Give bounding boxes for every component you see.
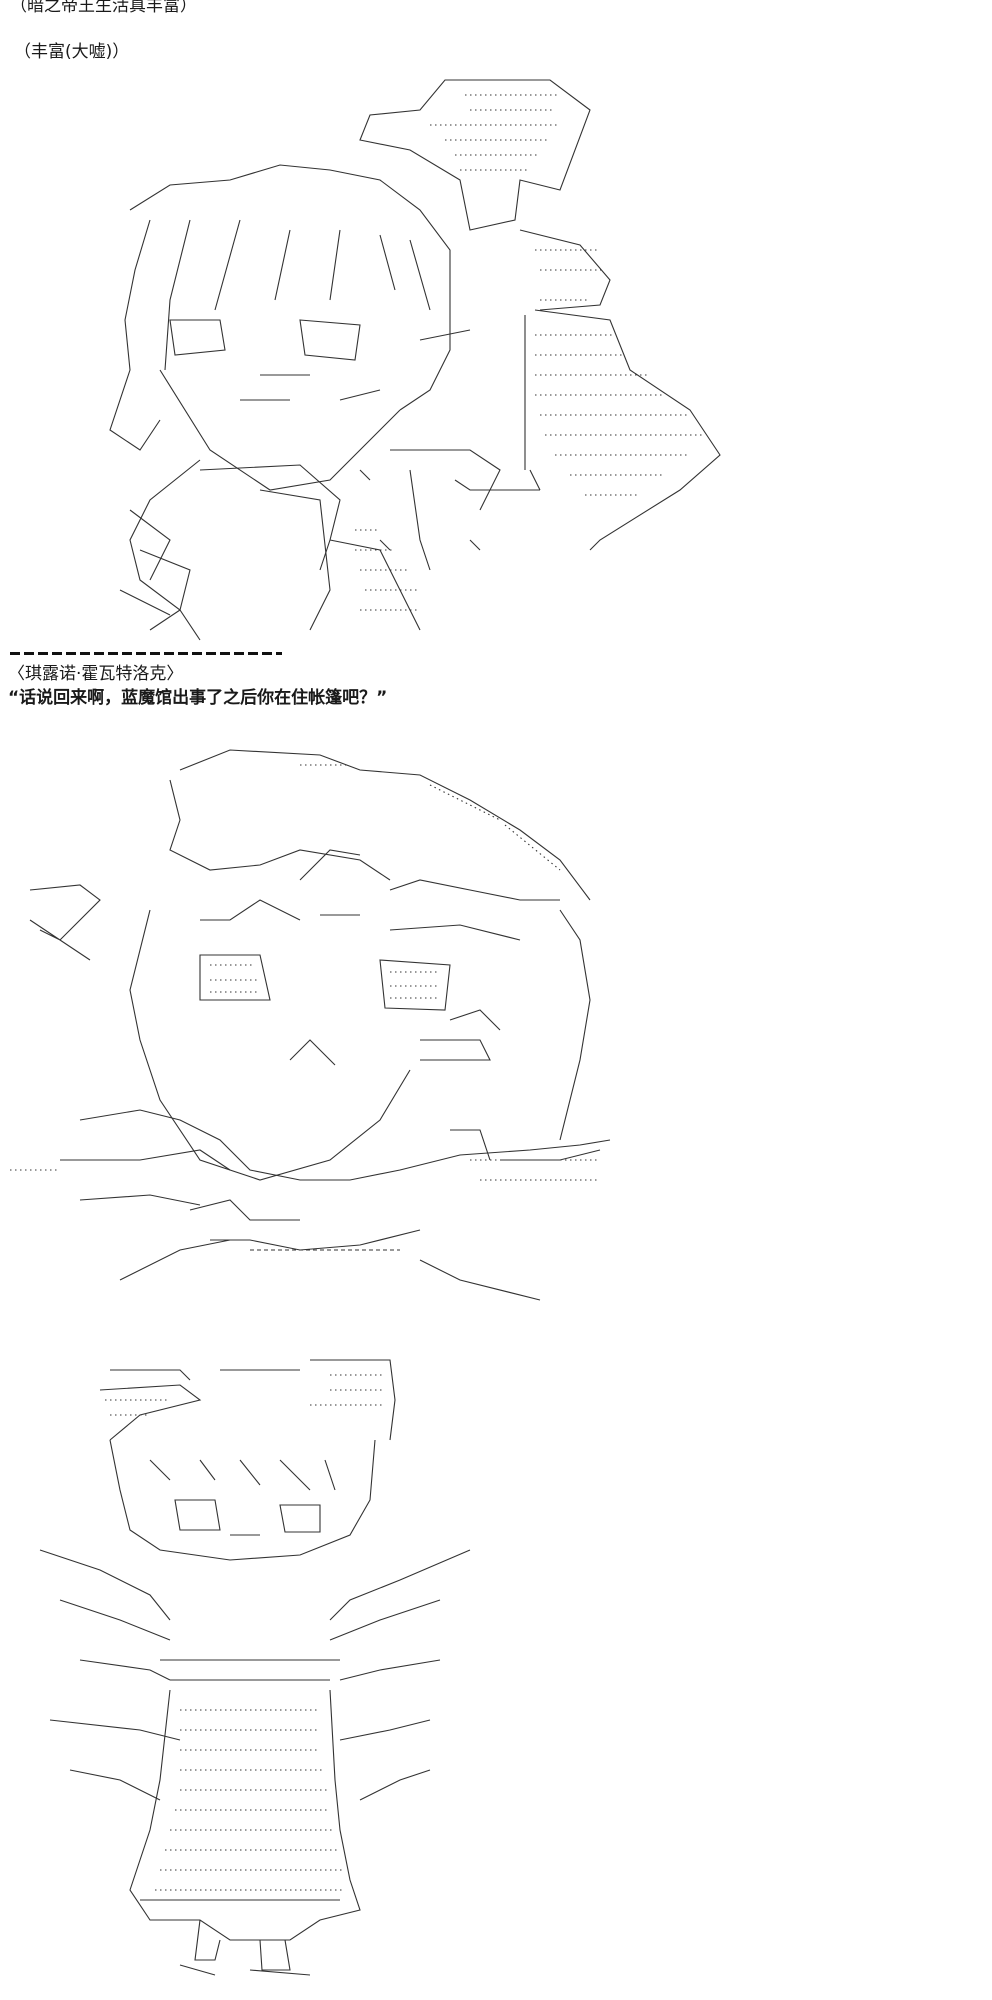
scarf	[79, 1109, 611, 1181]
hat-outline	[110, 1359, 396, 1441]
ascii-art-figure-3	[0, 1359, 760, 1980]
bow-left	[29, 884, 101, 961]
right-eye	[379, 959, 451, 1011]
header-line-2: （丰富(大嘘)）	[14, 42, 130, 62]
face-outline	[129, 909, 411, 1181]
face-outline	[159, 369, 401, 491]
dress-outline	[129, 1689, 361, 1941]
right-eye	[279, 1504, 321, 1533]
figure-3-drawing	[39, 1359, 471, 1976]
hat-outline	[179, 749, 591, 901]
header-line-1: （暗之帝王生活真丰富）	[10, 0, 197, 16]
face-outline	[109, 1439, 376, 1561]
speaker-name: 〈琪露诺·霍瓦特洛克〉	[8, 664, 184, 684]
ascii-art-figure-2	[0, 740, 760, 1301]
dialogue-quote: “话说回来啊，蓝魔馆出事了之后你在住帐篷吧？”	[8, 688, 388, 708]
left-eye	[169, 319, 226, 356]
legs	[194, 1919, 291, 1971]
ribbon	[519, 229, 721, 551]
wing-left	[39, 1549, 181, 1801]
left-eye	[174, 1499, 221, 1531]
hat-outline	[359, 79, 591, 231]
left-eye	[199, 954, 271, 1001]
hair-outline	[129, 164, 451, 411]
figure-2-drawing	[10, 749, 611, 1301]
right-eye	[299, 319, 361, 361]
figure-1-drawing	[109, 79, 721, 641]
ascii-art-figure-1	[0, 70, 760, 650]
section-divider	[10, 652, 282, 655]
wing-right	[329, 1549, 471, 1801]
